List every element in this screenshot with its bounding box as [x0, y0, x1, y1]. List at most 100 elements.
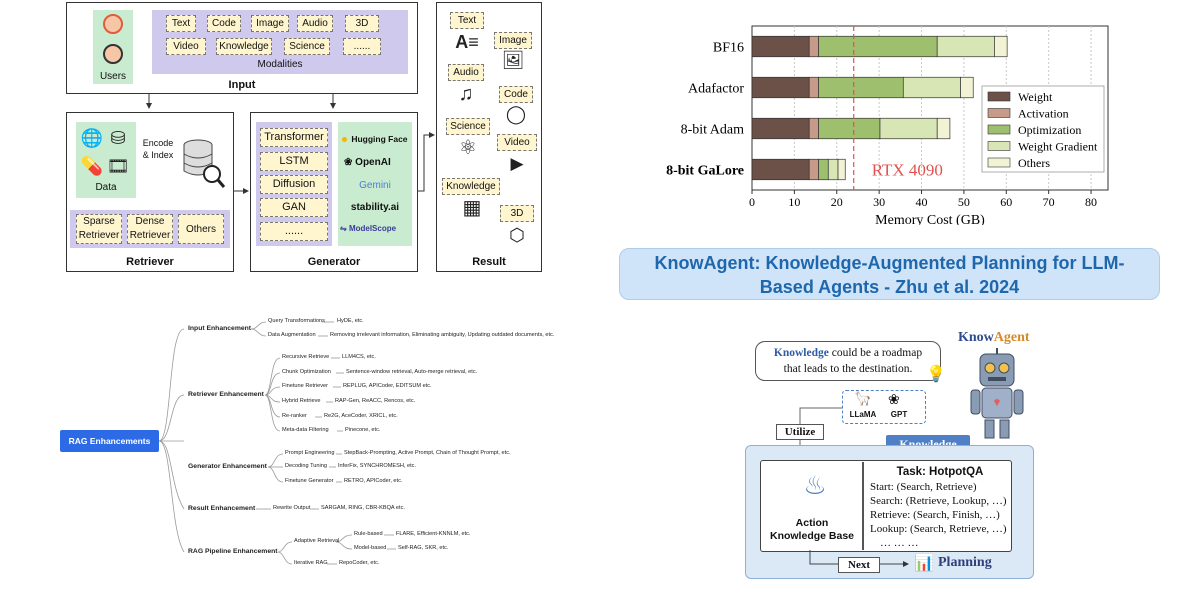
modality-text: Text: [166, 15, 196, 32]
x-tick-label: 0: [749, 195, 755, 209]
category-label: 8-bit Adam: [681, 123, 744, 138]
utilize-label: Utilize: [776, 424, 824, 440]
branch-rag-pipeline-enhancement: RAG Pipeline Enhancement: [188, 548, 278, 555]
bar-segment: [808, 76, 819, 99]
model-lstm: LSTM: [260, 152, 328, 171]
node-re-ranker: Re-ranker: [282, 413, 307, 419]
result-code: Code: [499, 86, 533, 103]
atom-icon: ⚛: [459, 137, 477, 159]
mindmap-connectors: [158, 321, 396, 565]
dense-retriever-line1: Dense: [135, 216, 165, 227]
legend-swatch: [987, 91, 1011, 102]
result-title: Result: [472, 256, 506, 268]
modality-image: Image: [251, 15, 289, 32]
bubble-line-2: that leads to the destination.: [783, 363, 913, 375]
x-tick-label: 20: [831, 195, 843, 209]
gpt-label: GPT: [890, 410, 908, 419]
retriever-title: Retriever: [126, 256, 174, 268]
legend-label: Weight: [1018, 90, 1053, 104]
x-tick-label: 70: [1043, 195, 1055, 209]
gpt-icon: ❀: [888, 391, 900, 407]
book-spine: [862, 462, 864, 550]
encode-label: Encode: [142, 138, 174, 148]
generator-title: Generator: [307, 256, 361, 268]
kb-line-1: Action: [795, 517, 829, 529]
other-retriever: Others: [178, 214, 224, 244]
branch-input-enhancement: Input Enhancement: [188, 325, 252, 332]
users-label: Users: [99, 71, 127, 82]
model-more: ......: [260, 222, 328, 241]
bar-segment: [960, 76, 974, 99]
modality-code: Code: [207, 15, 241, 32]
leaf-recursive-retrieve: LLM4CS, etc.: [342, 354, 376, 360]
branch-retriever-enhancement: Retriever Enhancement: [188, 391, 264, 398]
database-icon: ⛁: [110, 128, 126, 148]
task-line-4: Lookup: (Search, Retrieve, …): [870, 523, 1007, 535]
input-title: Input: [228, 79, 256, 91]
openai-logo: ❀ OpenAI: [344, 157, 412, 168]
model-gan: GAN: [260, 198, 328, 217]
data-box: [76, 122, 136, 198]
node-adaptive-retrieval: Adaptive Retrieval: [294, 538, 340, 544]
leaf-rewrite-output: SARGAM, RING, CBR-KBQA etc.: [321, 505, 405, 511]
legend-swatch: [987, 141, 1011, 151]
node-iterative-rag: Iterative RAG: [294, 560, 328, 566]
user-avatar-male-icon: [103, 44, 123, 64]
github-icon: ◯: [505, 104, 527, 124]
next-label: Next: [838, 557, 880, 573]
leaf-iterative-rag: RepoCoder, etc.: [339, 560, 380, 566]
bar-segment: [751, 117, 810, 140]
lightbulb-icon: 💡: [926, 366, 946, 383]
film-icon: 🎞: [106, 156, 130, 176]
node-model-based: Model-based: [354, 545, 387, 551]
x-tick-label: 10: [788, 195, 800, 209]
leaf-model-based: Self-RAG, SKR, etc.: [398, 545, 449, 551]
category-label: Adafactor: [688, 82, 744, 97]
node-recursive-retrieve: Recursive Retrieve: [282, 354, 330, 360]
reference-line-label: RTX 4090: [872, 161, 943, 180]
bar-segment: [879, 117, 938, 140]
modality-audio: Audio: [297, 15, 333, 32]
hugging-face-icon: ☻: [340, 134, 349, 144]
bar-segment: [751, 76, 810, 99]
modalities-label: Modalities: [257, 59, 303, 70]
leaf-hybrid-retrieve: RAP-Gen, ReACC, Rencos, etc.: [335, 398, 416, 404]
bubble-line-1: Knowledge could be a roadmap: [756, 345, 940, 361]
legend-label: Activation: [1018, 107, 1069, 121]
llm-badge: [842, 390, 926, 424]
sparse-retriever-line2: Retriever: [78, 230, 120, 241]
kb-line-2: Knowledge Base: [769, 530, 855, 542]
modality-science: Science: [284, 38, 330, 55]
task-line-2: Search: (Retrieve, Lookup, …): [870, 495, 1007, 507]
knowledge-book: [760, 460, 1012, 552]
openai-icon: ❀: [344, 157, 353, 168]
result-science: Science: [446, 118, 490, 135]
brand-agent: Agent: [993, 330, 1030, 345]
legend-swatch: [987, 108, 1011, 118]
table-icon: ▦: [462, 197, 482, 219]
x-tick-label: 80: [1085, 195, 1097, 209]
bar-segment: [902, 76, 961, 99]
bar-segment: [837, 158, 846, 181]
node-meta-data-filtering: Meta-data Filtering: [282, 427, 329, 433]
leaf-finetune-generator: RETRO, APICoder, etc.: [344, 478, 403, 484]
x-tick-label: 50: [958, 195, 970, 209]
leaf-query-transformations: HyDE, etc.: [337, 318, 364, 324]
task-title: Task: HotpotQA: [896, 466, 984, 478]
model-diffusion: Diffusion: [260, 175, 328, 194]
node-rule-based: Rule-based: [354, 531, 383, 537]
branch-result-enhancement: Result Enhancement: [188, 505, 256, 512]
image-icon: 🖼: [501, 50, 525, 70]
x-tick-label: 60: [1000, 195, 1012, 209]
music-note-icon: ♫: [458, 83, 474, 105]
node-finetune-retriever: Finetune Retriever: [282, 383, 329, 389]
planning-label: Planning: [938, 555, 992, 570]
pill-icon: 💊: [80, 156, 104, 176]
task-line-5: … … …: [880, 537, 919, 549]
leaf-data-augmentation: Removing irrelevant information, Elimina…: [330, 332, 555, 338]
knowledge-speech-bubble: Knowledge could be a roadmap that leads …: [755, 341, 941, 381]
modality-more: ......: [343, 38, 381, 55]
modelscope-label: ModelScope: [348, 224, 397, 233]
robot-icon: [970, 348, 1024, 439]
